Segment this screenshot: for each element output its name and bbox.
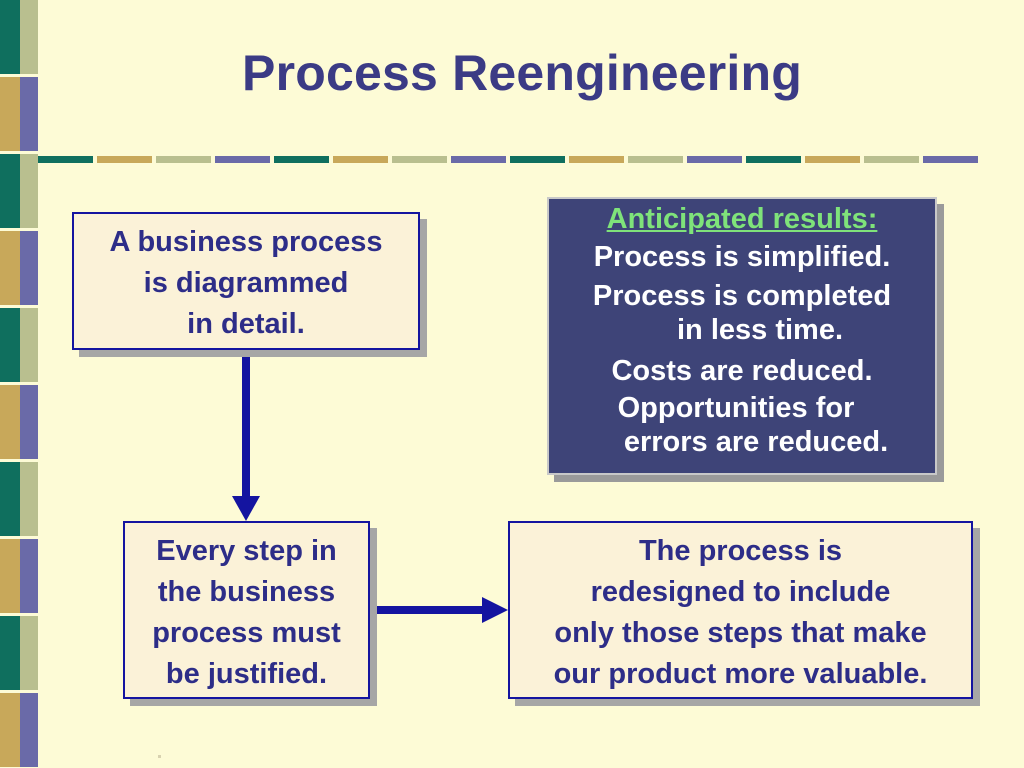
result-item: Process is simplified. <box>549 237 935 277</box>
slide-title: Process Reengineering <box>242 45 802 101</box>
left-stripe-block <box>20 616 38 690</box>
rule-dash <box>156 156 211 163</box>
result-item-2-line-2: in less time. <box>676 314 843 346</box>
left-stripe-block <box>0 539 20 613</box>
rule-dash <box>215 156 270 163</box>
left-decorative-stripes <box>0 0 38 768</box>
result-item-3-line-1: Costs are reduced. <box>611 355 873 387</box>
arrowhead-down-icon <box>232 496 260 521</box>
left-stripe-block <box>20 231 38 305</box>
rule-dash <box>97 156 152 163</box>
step-2-line-4: be justified. <box>165 658 328 690</box>
result-item-4-line-1: Opportunities for <box>617 392 855 424</box>
left-stripe-block <box>0 693 20 767</box>
left-stripe-block <box>0 616 20 690</box>
rule-dash <box>805 156 860 163</box>
step-3-line-3: only those steps that make <box>554 617 927 649</box>
left-stripe-block <box>0 385 20 459</box>
rule-dash <box>687 156 742 163</box>
rule-dash <box>923 156 978 163</box>
rule-dash <box>746 156 801 163</box>
rule-dash <box>38 156 93 163</box>
left-stripe-block <box>0 154 20 228</box>
left-stripe-block <box>0 0 20 74</box>
result-item-2-line-1: Process is completed <box>592 280 892 312</box>
step-3-line-4: our product more valuable. <box>553 658 928 690</box>
left-stripe-block <box>0 77 20 151</box>
left-stripe-block <box>0 308 20 382</box>
result-item-4-line-2: errors are reduced. <box>623 426 889 458</box>
title-underline-rule <box>38 156 986 163</box>
results-heading: Anticipated results: <box>606 203 878 235</box>
step-box-redesign-process: The process is redesigned to include onl… <box>508 521 973 699</box>
rule-dash <box>333 156 388 163</box>
left-stripe-block <box>20 539 38 613</box>
left-stripe-block <box>20 77 38 151</box>
left-stripe-block <box>20 385 38 459</box>
step-2-line-2: the business <box>157 576 336 608</box>
anticipated-results-box: Anticipated results: Process is simplifi… <box>547 197 937 475</box>
rule-dash <box>451 156 506 163</box>
step-1-line-3: in detail. <box>187 308 305 340</box>
rule-dash <box>569 156 624 163</box>
step-2-line-3: process must <box>152 617 341 649</box>
step-3-line-1: The process is <box>638 535 843 567</box>
arrowhead-right-icon <box>482 597 508 623</box>
step-box-diagram-process: A business process is diagrammed in deta… <box>72 212 420 350</box>
result-item-1-line-1: Process is simplified. <box>593 241 891 273</box>
left-stripe-block <box>20 154 38 228</box>
rule-dash <box>628 156 683 163</box>
left-stripe-block <box>20 693 38 767</box>
left-stripe-block <box>0 231 20 305</box>
step-2-line-1: Every step in <box>156 535 337 567</box>
rule-dash <box>274 156 329 163</box>
step-1-line-2: is diagrammed <box>143 267 349 299</box>
left-stripe-block <box>20 462 38 536</box>
step-3-line-2: redesigned to include <box>590 576 891 608</box>
result-item: Costs are reduced. <box>549 351 935 391</box>
step-box-justify-steps: Every step in the business process must … <box>123 521 370 699</box>
rule-dash <box>510 156 565 163</box>
result-item: Process is completed in less time. <box>549 279 935 347</box>
rule-dash <box>864 156 919 163</box>
step-1-line-1: A business process <box>109 226 383 258</box>
left-stripe-block <box>20 0 38 74</box>
slide-corner-mark <box>158 755 161 758</box>
rule-dash <box>392 156 447 163</box>
left-stripe-block <box>0 462 20 536</box>
left-stripe-block <box>20 308 38 382</box>
result-item: Opportunities for errors are reduced. <box>549 391 935 459</box>
